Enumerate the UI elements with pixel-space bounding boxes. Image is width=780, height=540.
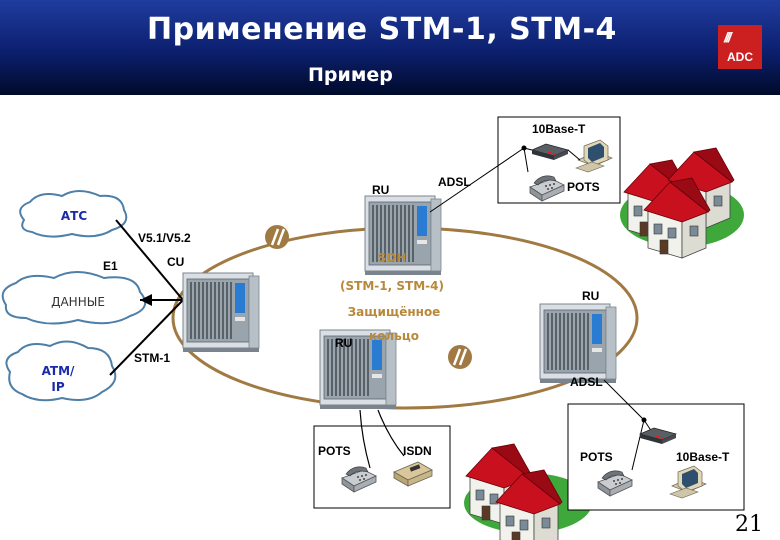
ring-label-1: SDH xyxy=(378,251,407,265)
isdn-phone-icon xyxy=(393,461,433,487)
label-isdn: ISDN xyxy=(403,444,432,458)
network-diagram: АТС ДАННЫЕ ATM/ IP V5.1/V5.2 E1 STM-1 CU… xyxy=(1,116,745,540)
label-stm1: STM-1 xyxy=(134,351,170,365)
slide-subtitle: Пример xyxy=(308,64,393,86)
cloud-data-label: ДАННЫЕ xyxy=(51,295,105,309)
splitter-dot-top xyxy=(521,145,527,151)
ring-label-2: (STM-1, STM-4) xyxy=(340,279,444,293)
cloud-atc: АТС xyxy=(19,190,128,238)
label-v5: V5.1/V5.2 xyxy=(138,231,191,245)
cloud-atc-label: АТС xyxy=(61,209,87,223)
cloud-atm-ip: ATM/ IP xyxy=(5,340,117,402)
ring-break-left-icon xyxy=(265,225,289,249)
ring-label-3: Защищённое xyxy=(348,305,441,319)
label-ru-top: RU xyxy=(372,183,389,197)
label-10base-t-bottom: 10Base-T xyxy=(676,450,730,464)
adsl-link-bottom xyxy=(603,379,645,421)
cu-rack-icon xyxy=(182,272,260,353)
label-pots-bottom-right: POTS xyxy=(580,450,613,464)
cloud-atm-label-1: ATM/ xyxy=(42,364,75,378)
ring-label-4: кольцо xyxy=(369,329,419,343)
ring-break-right-icon xyxy=(448,345,472,369)
adc-logo: /// ADC xyxy=(718,25,762,69)
label-pots-bottom-left: POTS xyxy=(318,444,351,458)
label-ru-bottom: RU xyxy=(335,336,352,350)
arrow-e1-icon xyxy=(140,294,152,306)
link-stm1 xyxy=(109,299,184,376)
label-cu: CU xyxy=(167,255,184,269)
logo-stripes: /// xyxy=(724,29,732,45)
label-pots-top: POTS xyxy=(567,180,600,194)
title-banner: Применение STM-1, STM-4 Пример /// ADC xyxy=(0,0,780,95)
cloud-data: ДАННЫЕ xyxy=(1,271,147,325)
splitter-dot-bottom xyxy=(641,417,647,423)
logo-text: ADC xyxy=(727,50,753,64)
cloud-atm-label-2: IP xyxy=(51,380,64,394)
label-e1: E1 xyxy=(103,259,118,273)
label-10base-t-top: 10Base-T xyxy=(532,122,586,136)
slide-title: Применение STM-1, STM-4 xyxy=(147,12,617,47)
label-adsl-bottom: ADSL xyxy=(570,375,603,389)
label-adsl-top: ADSL xyxy=(438,175,471,189)
page-number: 21 xyxy=(735,512,763,537)
ru-right-rack-icon xyxy=(539,303,617,384)
link-v5 xyxy=(115,219,184,301)
label-ru-right: RU xyxy=(582,289,599,303)
subscriber-box-bottom-left xyxy=(313,425,451,509)
adsl-link-top xyxy=(429,147,525,213)
subscriber-box-bottom-right xyxy=(567,403,745,511)
